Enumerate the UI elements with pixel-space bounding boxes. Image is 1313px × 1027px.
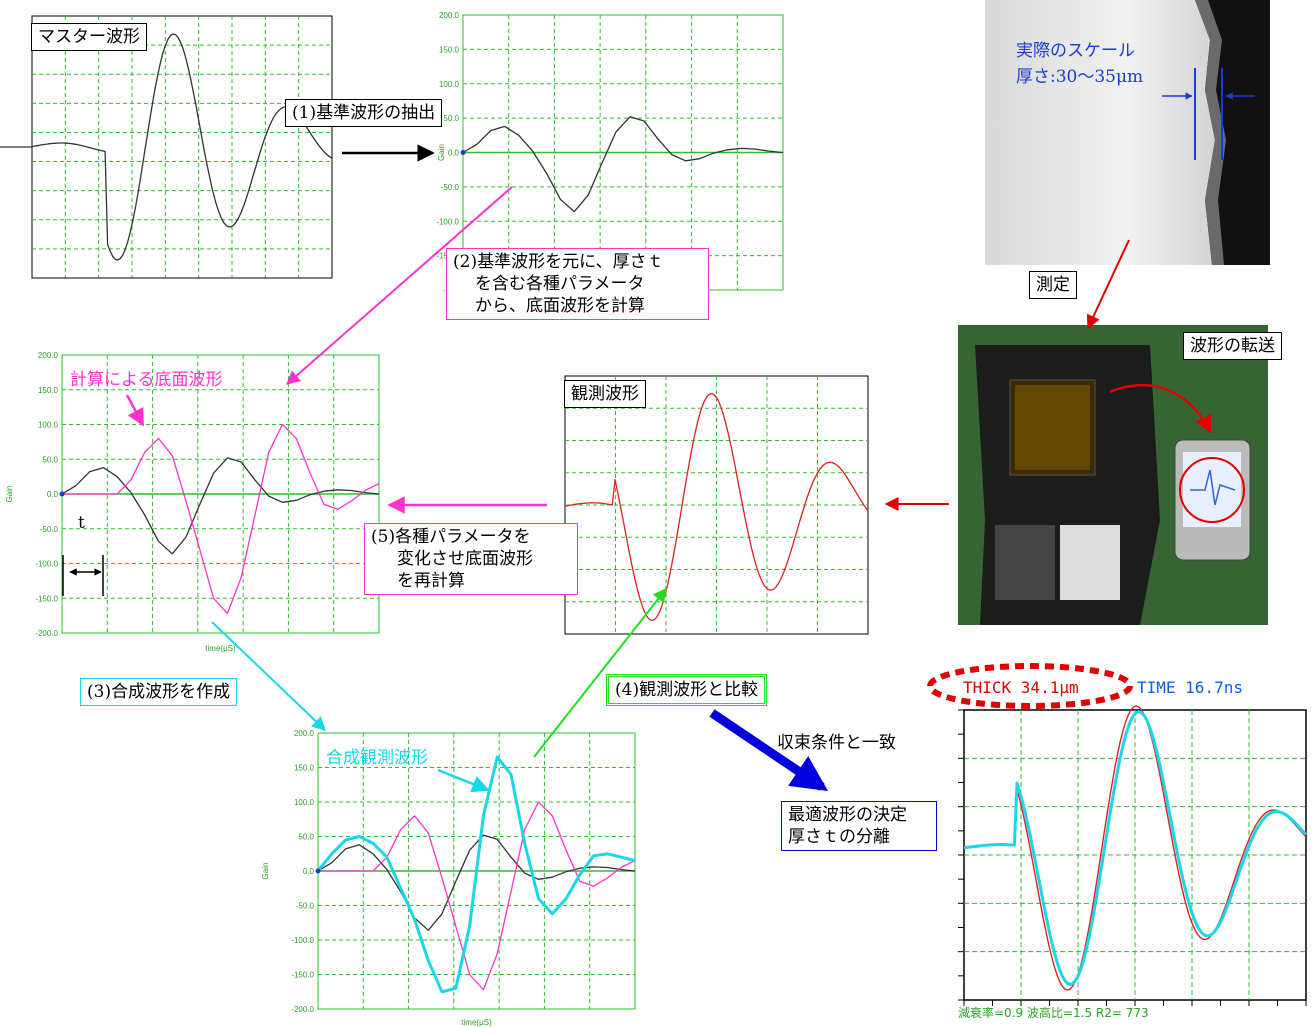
- synthetic-observed-wave: [316, 755, 636, 994]
- reference-wave: [317, 834, 636, 931]
- time-readout: TIME 16.7ns: [1137, 678, 1243, 697]
- y-tick-label: 200.0: [439, 11, 460, 20]
- y-axis-label: Gain: [5, 486, 14, 503]
- y-tick-label: 150.0: [38, 386, 59, 395]
- step2-calculate-box: (2)基準波形を元に、厚さｔ を含む各種パラメータ から、底面波形を計算: [446, 248, 709, 320]
- thickness-range-label: 厚さ:30～35μm: [1016, 67, 1144, 87]
- y-tick-label: 0.0: [47, 490, 59, 499]
- result-synthetic-wave: [963, 710, 1308, 986]
- optimal-line2: 厚さｔの分離: [788, 827, 890, 847]
- observed-waveform-chart: [564, 375, 869, 635]
- y-tick-label: -150.0: [291, 971, 314, 980]
- transfer-arrow: [1109, 383, 1212, 434]
- origin-dot: [460, 150, 466, 155]
- synthetic-observed-label: 合成観測波形: [326, 748, 428, 768]
- result-footer: 減衰率=0.9 波高比=1.5 R2= 773: [958, 1006, 1149, 1020]
- cross-section-photo: [985, 0, 1270, 265]
- y-tick-label: -50.0: [441, 183, 460, 192]
- reference-wave: [61, 457, 380, 555]
- pda-highlight-circle: [1179, 457, 1245, 523]
- y-tick-label: 200.0: [294, 729, 315, 738]
- calculated-bottom-wave: [62, 423, 380, 615]
- step5-recalculate-box: (5)各種パラメータを 変化させ底面波形 を再計算: [364, 523, 578, 595]
- step2-line1: (2)基準波形を元に、厚さｔ: [453, 252, 664, 272]
- convergence-label: 収束条件と一致: [777, 733, 896, 753]
- step2-line3: から、底面波形を計算: [475, 296, 645, 316]
- step5-line1: (5)各種パラメータを: [371, 527, 531, 547]
- master-waveform-label: マスター波形: [31, 23, 147, 51]
- arrow-synthetic-label: [437, 768, 490, 793]
- arrow-converge: [709, 709, 828, 792]
- arrow-calc-label: [125, 394, 145, 427]
- master-wave: [31, 33, 333, 261]
- thick-highlight-ellipse: [927, 663, 1133, 709]
- y-tick-label: -50.0: [296, 902, 315, 911]
- x-axis-label: time(μS): [205, 644, 236, 653]
- reference-wave: [462, 116, 784, 213]
- y-tick-label: 50.0: [443, 114, 459, 123]
- y-tick-label: 100.0: [294, 798, 315, 807]
- thickness-readout: THICK 34.1μm: [963, 678, 1079, 697]
- measurement-label: 測定: [1029, 271, 1077, 299]
- waveform-transfer-label: 波形の転送: [1183, 332, 1282, 360]
- y-tick-label: -100.0: [291, 936, 314, 945]
- y-tick-label: 150.0: [294, 764, 315, 773]
- calculated-bottom-wave: [318, 801, 636, 991]
- arrow-measure: [1086, 239, 1130, 330]
- y-tick-label: 150.0: [439, 45, 460, 54]
- step1-extract-label: (1)基準波形の抽出: [285, 99, 443, 127]
- t-marker-label: t: [78, 513, 85, 533]
- step4-compare-label: (4)観測波形と比較: [606, 674, 768, 706]
- y-axis-label: Gain: [261, 863, 270, 880]
- y-tick-label: 100.0: [38, 421, 59, 430]
- y-tick-label: -200.0: [35, 629, 58, 638]
- y-tick-label: -100.0: [35, 560, 58, 569]
- step3-synthesize-label: (3)合成波形を作成: [80, 678, 238, 706]
- y-tick-label: -150.0: [35, 594, 58, 603]
- x-axis-label: time(μS): [461, 1018, 492, 1027]
- origin-dot: [315, 868, 321, 874]
- arrow-compare: [533, 587, 667, 758]
- observed-waveform-label: 観測波形: [564, 380, 646, 408]
- plot-frame: [31, 15, 333, 279]
- step2-line2: を含む各種パラメータ: [475, 274, 645, 294]
- optimal-line1: 最適波形の決定: [788, 805, 907, 825]
- step5-line2: 変化させ底面波形: [397, 549, 533, 569]
- optimal-waveform-box: 最適波形の決定 厚さｔの分離: [781, 801, 937, 851]
- y-tick-label: 100.0: [439, 80, 460, 89]
- y-axis-label: Gain: [437, 144, 446, 161]
- y-tick-label: 0.0: [448, 149, 460, 158]
- arrow-calculate: [285, 186, 513, 385]
- step5-line3: を再計算: [397, 571, 465, 591]
- y-tick-label: 0.0: [303, 867, 315, 876]
- y-tick-label: 50.0: [42, 455, 58, 464]
- y-tick-label: -100.0: [436, 217, 459, 226]
- result-waveform-chart: [958, 705, 1308, 1006]
- result-observed-wave: [963, 705, 1307, 991]
- color-keypad: [995, 525, 1055, 600]
- y-tick-label: -200.0: [291, 1005, 314, 1014]
- calculated-bottom-label: 計算による底面波形: [70, 370, 223, 390]
- calculated-bottom-waveform-chart: 200.0 150.0 100.0 50.0 0.0 -50.0 -100.0 -150.0 -…: [5, 351, 380, 653]
- y-tick-label: -50.0: [40, 525, 59, 534]
- reference-waveform-chart: 200.0150.0100.050.00.0-50.0-100.0-150.0-…: [436, 11, 784, 295]
- instrument-photo: [958, 325, 1268, 625]
- y-tick-label: 200.0: [38, 351, 59, 360]
- arrow-synthesize: [211, 621, 327, 731]
- white-keypad: [1060, 525, 1120, 600]
- observed-wave: [564, 392, 869, 622]
- master-waveform-chart: [0, 15, 333, 279]
- actual-scale-label: 実際のスケール: [1016, 41, 1135, 61]
- origin-dot: [59, 491, 65, 497]
- y-tick-label: 50.0: [298, 833, 314, 842]
